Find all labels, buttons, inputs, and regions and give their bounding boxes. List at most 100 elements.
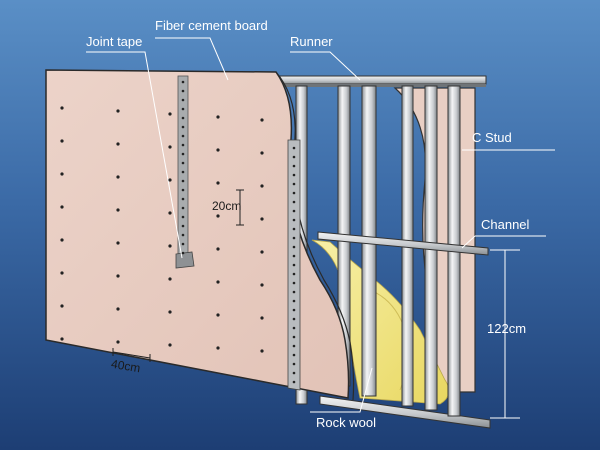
screw-dot — [168, 178, 172, 182]
screw-dot — [60, 238, 64, 242]
screw-dot — [60, 337, 64, 341]
dim-20cm-marks — [236, 189, 244, 226]
screw-dot — [60, 139, 64, 143]
tape-screw-dot — [181, 233, 185, 237]
screw-dot — [168, 277, 172, 281]
screw-dot — [116, 340, 120, 344]
tape-screw-dot — [181, 98, 185, 102]
board-edge — [275, 71, 355, 401]
tape-screw-dot — [181, 134, 185, 138]
tape-screw-dot — [181, 224, 185, 228]
screw-dot — [216, 280, 220, 284]
edge-screw-dot — [292, 272, 296, 276]
screw-dot — [260, 250, 264, 254]
screw-dot — [216, 247, 220, 251]
edge-screw-dot — [292, 182, 296, 186]
edge-screw-dot — [292, 353, 296, 357]
dim-40cm-marks — [112, 348, 151, 362]
tape-screw-dot — [181, 188, 185, 192]
screw-dot — [260, 316, 264, 320]
dimension-channel-spacing: 122cm — [487, 321, 527, 336]
tape-screw-dot — [181, 143, 185, 147]
screw-dot — [60, 172, 64, 176]
edge-screw-dot — [292, 299, 296, 303]
edge-screw-dot — [292, 362, 296, 366]
leader-channel-end — [461, 235, 476, 249]
channel-bar — [317, 231, 489, 256]
screw-dot — [116, 241, 120, 245]
leader-rock-wool — [310, 367, 373, 413]
screw-dot — [168, 244, 172, 248]
edge-screw-dot — [292, 254, 296, 258]
tape-screw-dot — [181, 197, 185, 201]
tape-screw-dot — [181, 179, 185, 183]
label-fiber-cement-board: Fiber cement board — [155, 18, 268, 33]
label-joint-tape: Joint tape — [86, 34, 143, 49]
label-rock-wool: Rock wool — [316, 415, 376, 430]
screw-dot — [260, 349, 264, 353]
leader-lines — [86, 37, 555, 413]
tape-screw-dot — [181, 152, 185, 156]
label-runner: Runner — [290, 34, 333, 49]
tape-screw-dot — [181, 161, 185, 165]
screw-dot — [168, 310, 172, 314]
edge-screw-dot — [292, 191, 296, 195]
screw-dot — [116, 208, 120, 212]
screw-dot — [116, 142, 120, 146]
edge-screw-dot — [292, 236, 296, 240]
screw-dot — [260, 118, 264, 122]
screw-dot — [168, 343, 172, 347]
screw-dot — [260, 184, 264, 188]
runner-top — [275, 75, 487, 87]
screw-dot — [260, 151, 264, 155]
screw-dot — [116, 175, 120, 179]
screw-dot — [60, 271, 64, 275]
screw-dot — [168, 145, 172, 149]
tape-screw-dot — [181, 80, 185, 84]
tape-screw-dot — [181, 116, 185, 120]
tape-screw-dot — [181, 89, 185, 93]
screw-dot — [116, 307, 120, 311]
screw-dot — [216, 115, 220, 119]
edge-screw-dot — [292, 164, 296, 168]
tape-screw-dot — [181, 251, 185, 255]
edge-screw-dot — [292, 200, 296, 204]
edge-screw-dot — [292, 146, 296, 150]
screw-dot — [216, 181, 220, 185]
edge-screw-dot — [292, 209, 296, 213]
leader-runner — [290, 51, 361, 81]
screw-dot — [216, 313, 220, 317]
screw-dot — [260, 217, 264, 221]
tape-screw-dot — [181, 170, 185, 174]
edge-screw-dot — [292, 155, 296, 159]
edge-screw-dot — [292, 344, 296, 348]
edge-screw-dot — [292, 290, 296, 294]
screw-dot — [168, 211, 172, 215]
dim-122cm-marks — [490, 249, 520, 419]
screw-dot — [116, 274, 120, 278]
screw-dot — [260, 283, 264, 287]
edge-screw-dot — [292, 326, 296, 330]
edge-screw-dot — [292, 227, 296, 231]
screw-dot — [116, 109, 120, 113]
edge-screw-dot — [292, 335, 296, 339]
edge-screw-dot — [292, 263, 296, 267]
edge-screw-dot — [292, 308, 296, 312]
screw-dot — [216, 346, 220, 350]
leader-fiber-cement — [155, 37, 229, 81]
screw-dot — [60, 205, 64, 209]
tape-screw-dot — [181, 206, 185, 210]
edge-screw-dot — [292, 317, 296, 321]
edge-screw-dot — [292, 371, 296, 375]
edge-screw-dot — [292, 380, 296, 384]
edge-screw-dot — [292, 218, 296, 222]
screw-dots — [60, 80, 296, 384]
fiber-cement-board — [45, 69, 350, 399]
label-c-stud: C Stud — [472, 130, 512, 145]
tape-screw-dot — [181, 125, 185, 129]
tape-screw-dot — [181, 107, 185, 111]
edge-screw-dot — [292, 281, 296, 285]
dimension-screw-spacing: 20cm — [212, 199, 242, 213]
